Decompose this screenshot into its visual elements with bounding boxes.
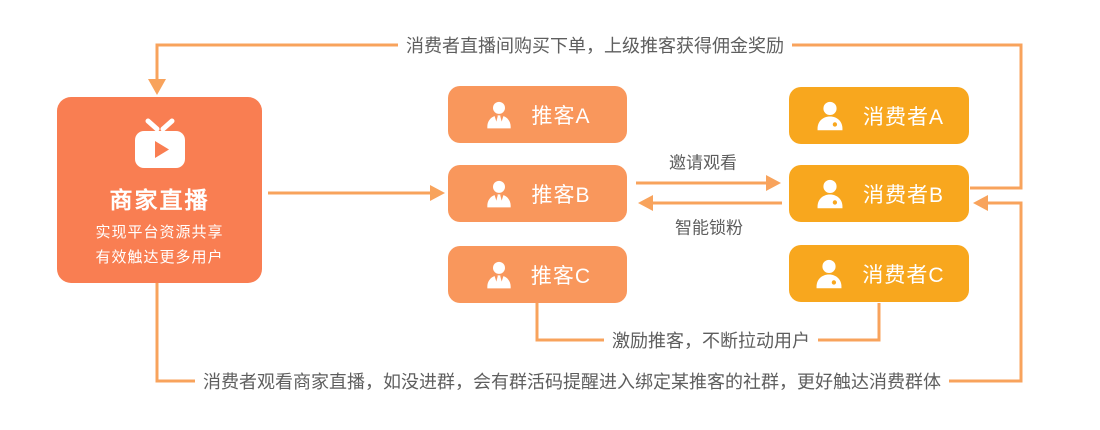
node-consumer-b: 消费者B xyxy=(789,165,969,222)
merchant-live-box: 商家直播 实现平台资源共享 有效触达更多用户 xyxy=(57,97,262,283)
arrowhead-into-consumer-b xyxy=(973,195,988,211)
flow-line-commission-top xyxy=(155,43,1023,190)
user-icon xyxy=(817,179,843,208)
node-label: 推客C xyxy=(530,264,592,288)
node-label: 消费者A xyxy=(862,105,944,129)
node-label: 消费者B xyxy=(862,183,944,207)
flow-label-invite-watch: 邀请观看 xyxy=(665,148,741,174)
node-promoter-c: 推客C xyxy=(448,246,627,303)
arrowhead-invite-watch xyxy=(766,175,781,191)
merchant-subtitle-line2: 有效触达更多用户 xyxy=(95,248,224,266)
node-label: 推客B xyxy=(531,183,591,207)
flow-label-incentive: 激励推客，不断拉动用户 xyxy=(604,325,818,355)
user-tie-icon xyxy=(487,101,512,128)
user-icon xyxy=(817,101,843,130)
node-consumer-c: 消费者C xyxy=(789,245,969,302)
node-promoter-b: 推客B xyxy=(448,165,627,222)
flow-label-smart-lock-fans: 智能锁粉 xyxy=(671,213,747,239)
node-label: 推客A xyxy=(531,104,591,128)
flow-label-commission: 消费者直播间购买下单，上级推客获得佣金奖励 xyxy=(398,30,792,60)
arrowhead-into-promoter-b xyxy=(430,185,445,201)
node-label: 消费者C xyxy=(862,263,945,287)
user-tie-icon xyxy=(487,261,511,288)
merchant-title: 商家直播 xyxy=(109,187,210,213)
flow-label-groupcode: 消费者观看商家直播，如没进群，会有群活码提醒进入绑定某推客的社群，更好触达消费群… xyxy=(195,366,949,396)
arrowhead-into-merchant xyxy=(148,79,166,95)
arrowhead-smart-lock xyxy=(638,195,653,211)
user-icon xyxy=(816,259,842,288)
flow-line-groupcode-bottom xyxy=(155,201,1023,383)
user-tie-icon xyxy=(487,180,512,207)
merchant-subtitle-line1: 实现平台资源共享 xyxy=(95,224,224,241)
node-promoter-a: 推客A xyxy=(448,86,627,143)
node-consumer-a: 消费者A xyxy=(789,87,969,144)
live-tv-icon xyxy=(134,118,185,168)
